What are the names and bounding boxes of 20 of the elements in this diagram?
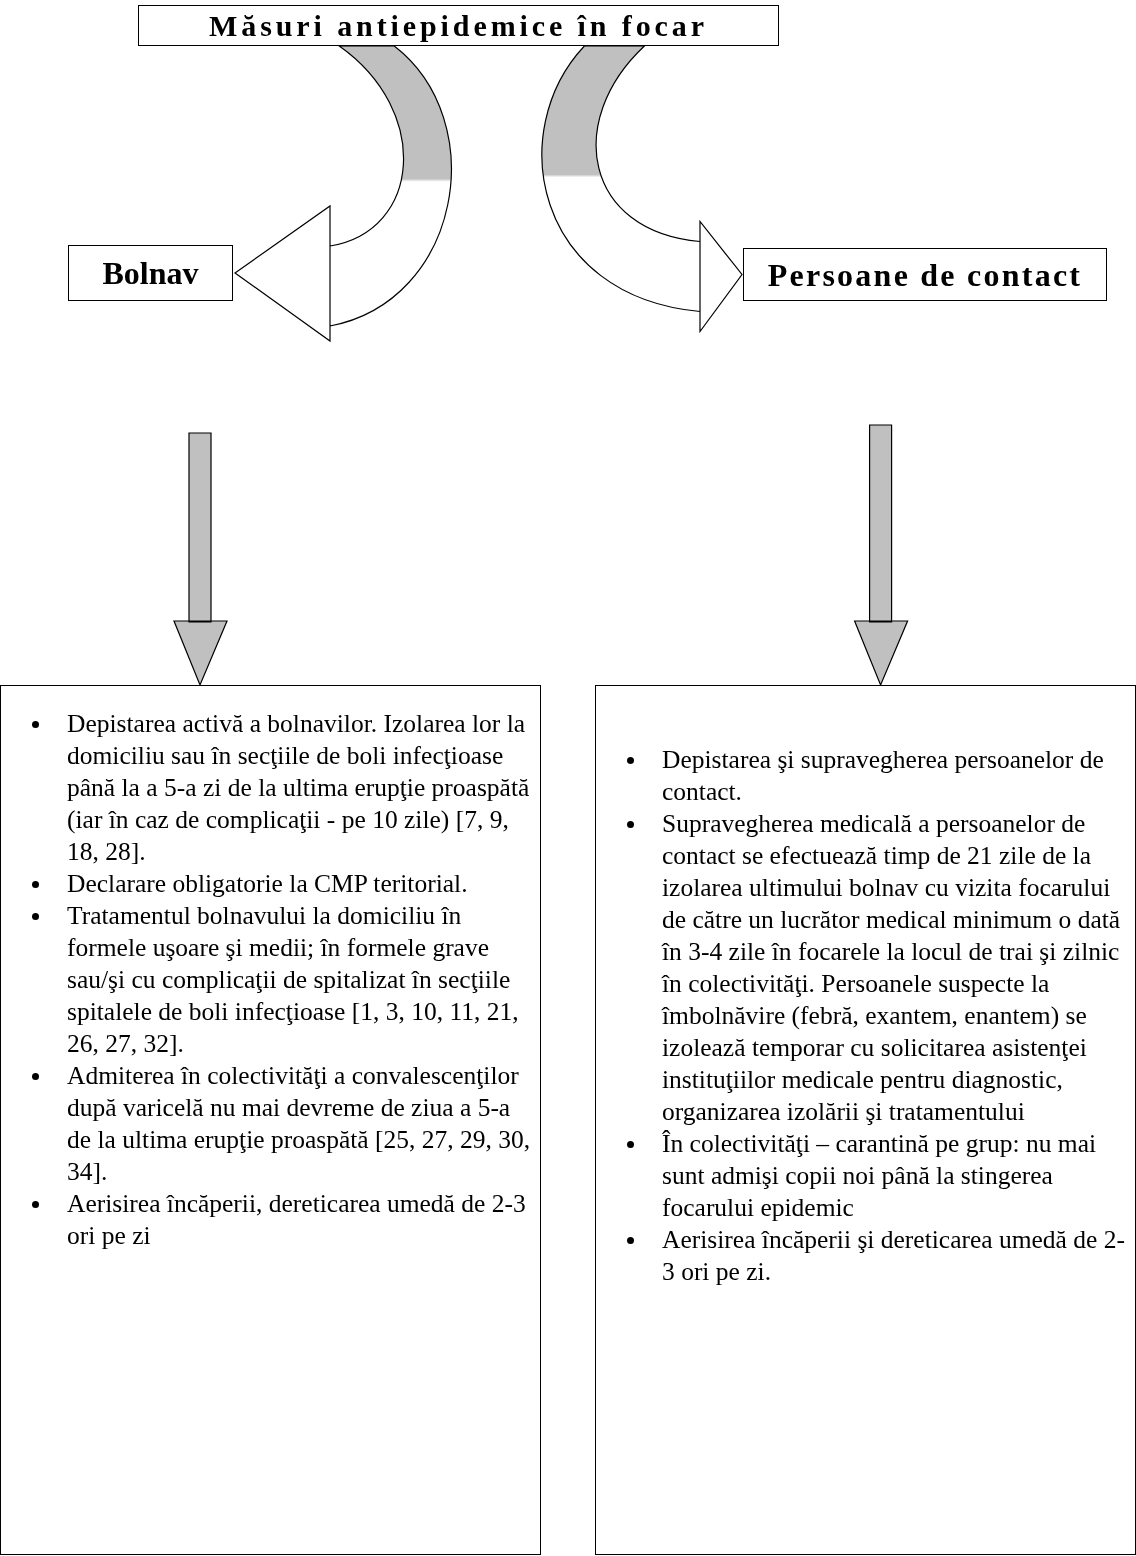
box-label: Măsuri antiepidemice în focar <box>209 7 708 44</box>
measures-box <box>0 685 541 1555</box>
block-arrow <box>234 45 452 342</box>
list-item-text: Depistarea şi supravegherea persoanelor de contact. <box>662 744 1105 808</box>
list-item-text: Supravegherea medicală a persoanelor de contact se efectuează timp de 21 zile de la izolarea ultimului bolnav cu vizita focarului de către un lucrător medical minimum o dată în 3-4 zile în focarele la locul de trai şi zilnic în colectivităţi. Persoanele suspecte la îmbolnăvire (febră, exantem, enantem) se izolează temporar cu solicitarea asistenţei instituţiilor medicale pentru diagnostic, organizarea izolării şi tratamentului <box>662 808 1122 1128</box>
list-item-text: În colectivităţi – carantină pe grup: nu mai sunt admişi copii noi până la stingerea focarului epidemic <box>662 1128 1098 1224</box>
list-item-text: Aerisirea încăperii, dereticarea umedă de 2-3 ori pe zi <box>67 1188 527 1252</box>
block-arrow <box>853 424 909 687</box>
list-item-text: Declarare obligatorie la CMP teritorial. <box>67 868 468 900</box>
measures-box <box>595 685 1136 1555</box>
block-arrow <box>173 432 228 687</box>
category-box <box>743 248 1107 301</box>
category-box <box>68 245 233 301</box>
list-item-text: Aerisirea încăperii şi dereticarea umedă de 2-3 ori pe zi. <box>662 1224 1126 1288</box>
box-label: Bolnav <box>102 254 199 293</box>
list-item-text: Tratamentul bolnavului la domiciliu în formele uşoare şi medii; în formele grave sau/şi cu complicaţii de spitalizat în secţiile spitalele de boli infecţioase [1, 3, 10, 11, 21, 26, 27, 32]. <box>67 900 520 1060</box>
box-label: Persoane de contact <box>767 255 1083 295</box>
title-box <box>138 5 779 46</box>
list-item-text: Admiterea în colectivităţi a convalescenţilor după varicelă nu mai devreme de ziua a 5-a de la ultima erupţie proaspătă [25, 27, 29, 30, 34]. <box>67 1060 532 1188</box>
list-item-text: Depistarea activă a bolnavilor. Izolarea lor la domiciliu sau în secţiile de boli infecţioase până la a 5-a zi de la ultima erupţie proaspătă (iar în caz de complicaţii - pe 10 zile) [7, 9, 18, 28]. <box>67 708 531 868</box>
